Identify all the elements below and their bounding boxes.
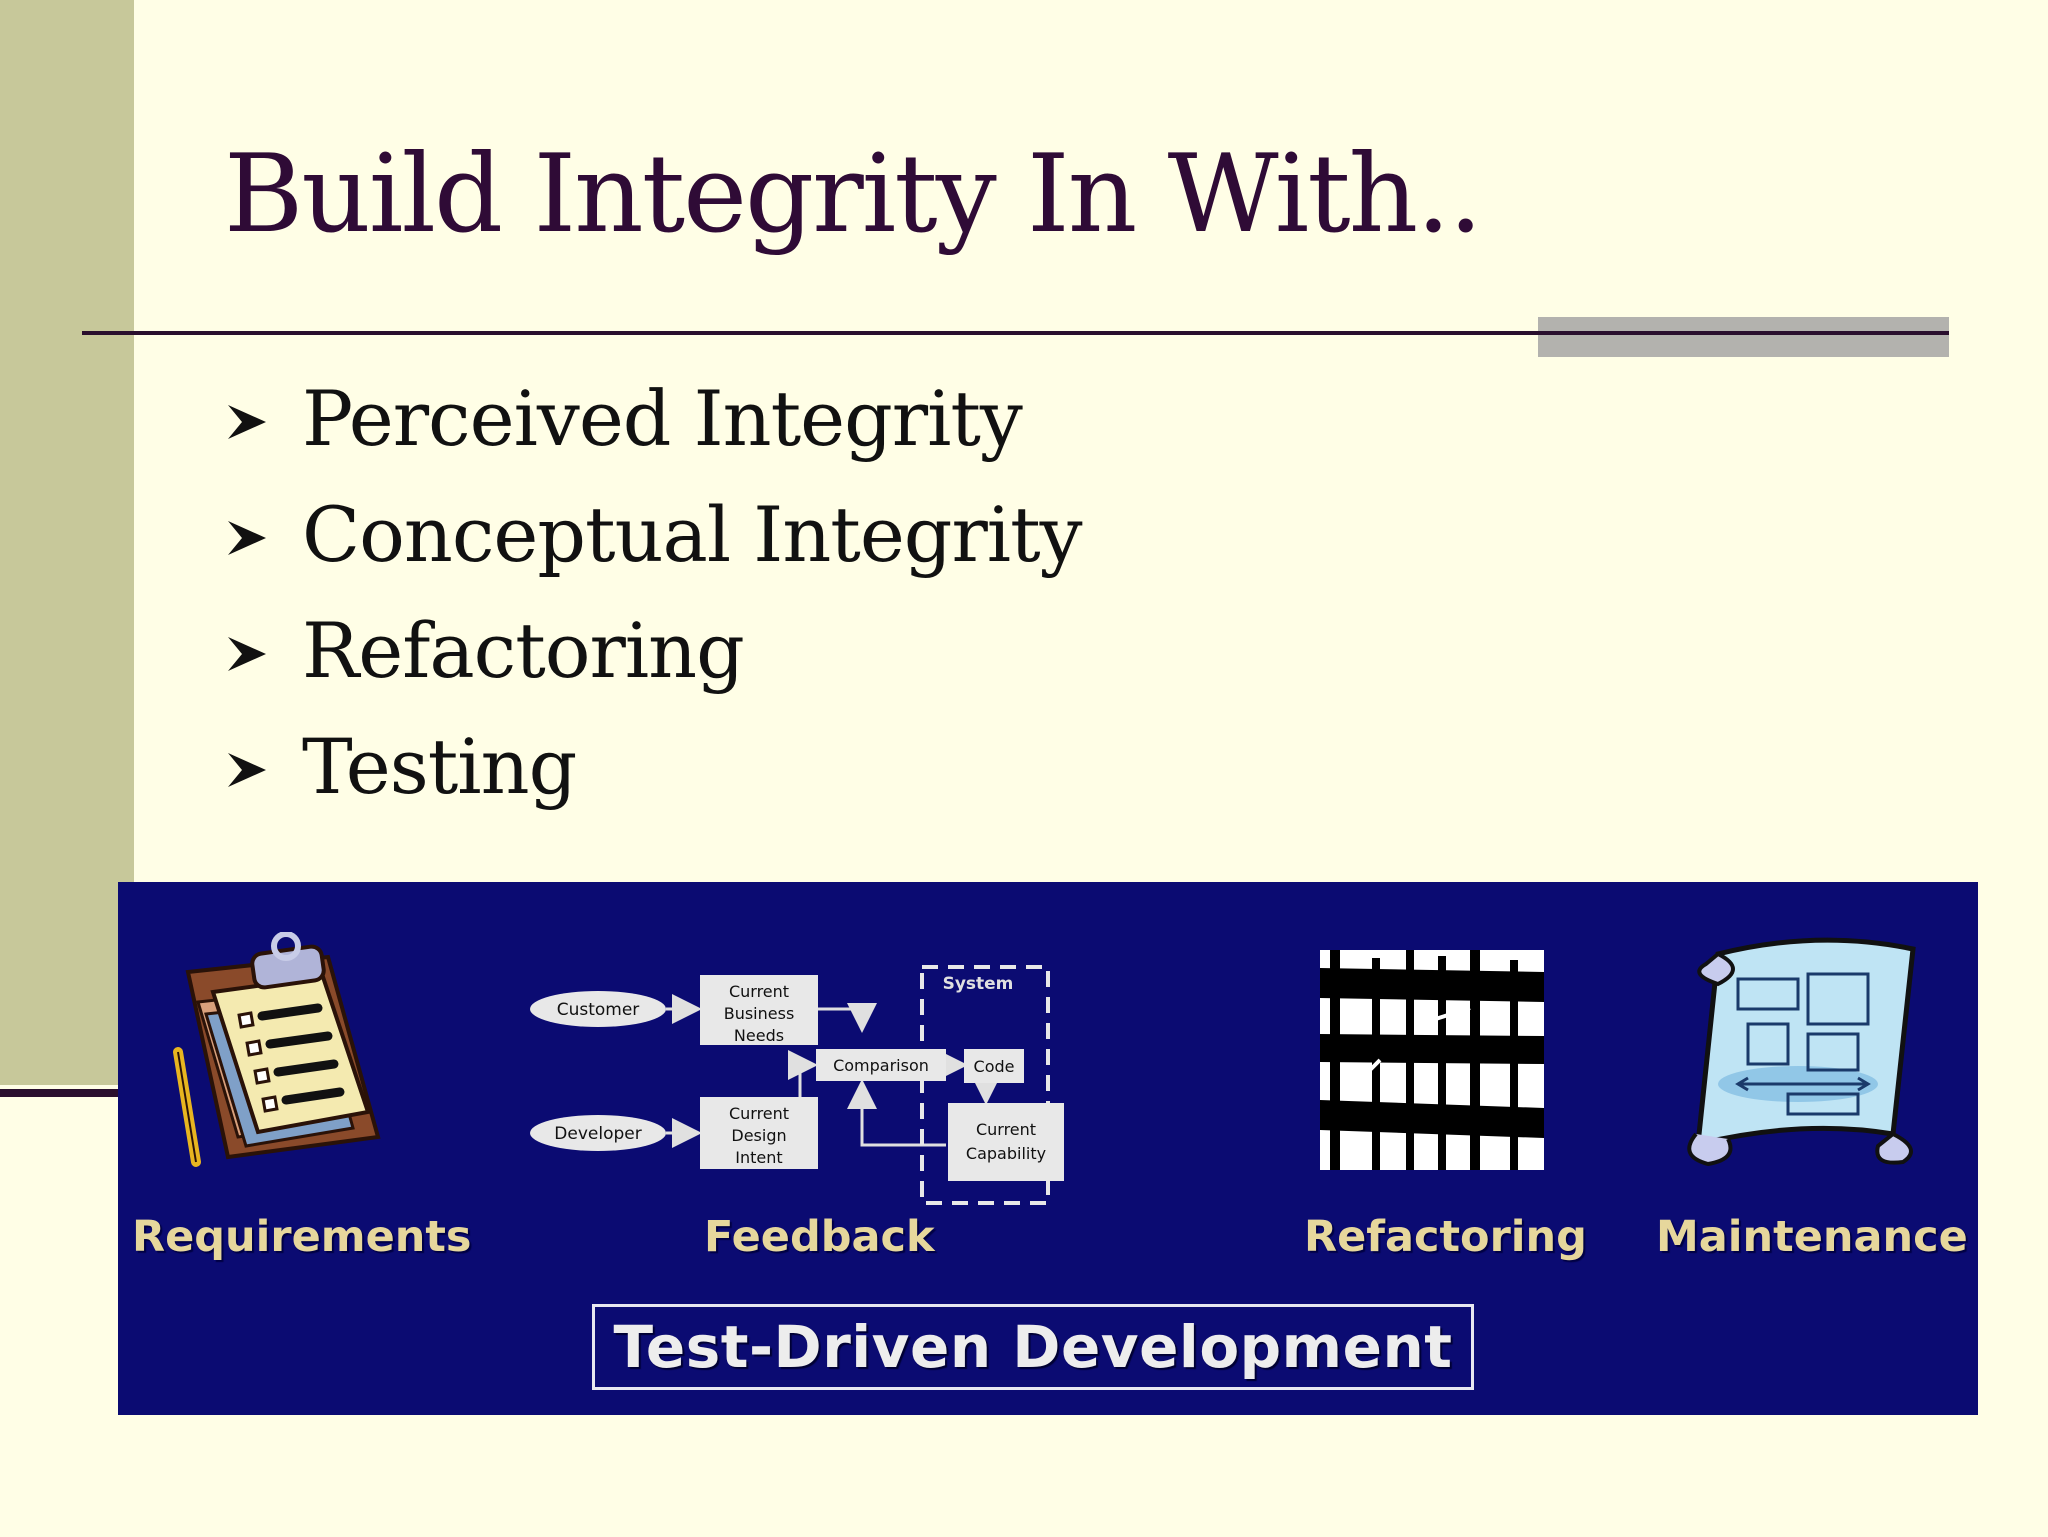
- title-divider-accent: [1538, 317, 1949, 357]
- bullet-text: Conceptual Integrity: [302, 489, 1083, 579]
- developer-node: Developer: [554, 1124, 641, 1144]
- design-line-1: Current: [729, 1104, 789, 1123]
- customer-node: Customer: [557, 1000, 640, 1020]
- system-label: System: [943, 974, 1014, 994]
- bullet-list: Perceived Integrity Conceptual Integrity…: [224, 360, 1083, 824]
- bullet-item: Refactoring: [224, 592, 1082, 708]
- arrow-bullet-icon: [224, 374, 302, 463]
- arrow-bullet-icon: [224, 722, 302, 811]
- bullet-item: Conceptual Integrity: [224, 476, 1083, 592]
- needs-line-1: Current: [729, 982, 789, 1001]
- tdd-banner-text: Test-Driven Development: [613, 1313, 1453, 1381]
- arrow-bullet-icon: [224, 490, 302, 579]
- arrow-bullet-icon: [224, 606, 302, 695]
- scaffold-icon: [1320, 950, 1544, 1170]
- bullet-text: Perceived Integrity: [302, 373, 1023, 463]
- slide-title: Build Integrity In With..: [224, 132, 1483, 257]
- capability-line-2: Capability: [966, 1144, 1046, 1163]
- left-accent-bar: [0, 0, 134, 1085]
- capability-line-1: Current: [976, 1120, 1036, 1139]
- needs-line-3: Needs: [734, 1026, 784, 1045]
- design-line-2: Design: [731, 1126, 786, 1145]
- needs-line-2: Business: [724, 1004, 795, 1023]
- bullet-text: Testing: [302, 721, 577, 811]
- bullet-item: Testing: [224, 708, 1082, 824]
- bullet-text: Refactoring: [302, 605, 745, 695]
- requirements-label: Requirements: [132, 1212, 472, 1262]
- left-accent-rule: [0, 1089, 134, 1097]
- blueprint-scroll-icon: [1687, 937, 1916, 1167]
- title-divider: [82, 331, 1949, 335]
- refactoring-label: Refactoring: [1304, 1212, 1587, 1262]
- maintenance-label: Maintenance: [1656, 1212, 1968, 1262]
- bullet-item: Perceived Integrity: [224, 360, 1082, 476]
- tdd-banner: Test-Driven Development: [592, 1304, 1474, 1390]
- feedback-diagram: System Customer Developer Current Busine…: [530, 965, 1064, 1205]
- comparison-node: Comparison: [833, 1056, 929, 1075]
- tdd-panel: System Customer Developer Current Busine…: [118, 882, 1978, 1415]
- design-line-3: Intent: [735, 1148, 782, 1167]
- clipboard-icon: [173, 932, 381, 1167]
- code-node: Code: [974, 1057, 1015, 1076]
- feedback-label: Feedback: [704, 1212, 935, 1262]
